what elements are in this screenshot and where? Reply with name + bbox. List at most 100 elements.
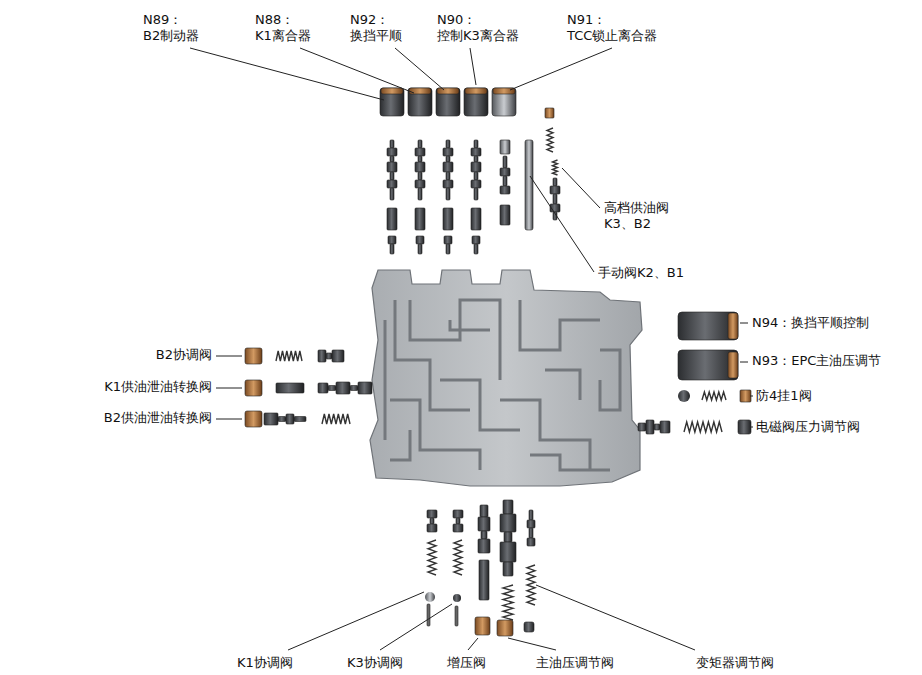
part-label: B2协调阀 — [156, 347, 212, 363]
valve-spool — [278, 417, 286, 422]
valve-plug — [387, 208, 397, 230]
spring-symbol — [547, 128, 553, 152]
valve-plug — [475, 617, 490, 635]
valve-plug — [471, 208, 481, 230]
solenoid-valve — [678, 350, 738, 380]
valve-ball — [678, 390, 690, 402]
valve-spool — [358, 382, 372, 394]
oil-channel — [545, 370, 580, 400]
part-label: K1协调阀 — [237, 655, 293, 671]
valve-spool — [443, 162, 453, 172]
valve-pin — [427, 604, 430, 626]
valve-spool — [443, 148, 453, 156]
part-label: N94：换挡平顺控制 — [752, 315, 869, 331]
leader-line — [468, 638, 478, 650]
valve-spool — [453, 510, 463, 518]
valve-spool — [294, 417, 306, 422]
valve-spool — [471, 148, 481, 156]
valve-pin — [455, 606, 458, 626]
valve-spool — [527, 520, 535, 528]
valve-spool — [446, 172, 450, 180]
leader-line — [470, 48, 476, 85]
valve-spool — [328, 386, 336, 391]
leader-line — [740, 362, 748, 363]
valve-spool — [638, 423, 646, 431]
leader-line — [508, 638, 556, 650]
valve-spool — [390, 244, 394, 254]
solenoid-cap — [728, 352, 738, 378]
valve-spool — [553, 178, 557, 186]
valve-plug — [738, 420, 751, 434]
leader-line — [530, 176, 594, 272]
valve-spool — [471, 162, 481, 172]
valve-spool — [527, 538, 535, 546]
valve-spool — [415, 148, 425, 156]
valve-spool — [471, 180, 481, 188]
valve-spool — [418, 244, 422, 254]
oil-channel — [410, 300, 500, 380]
valve-plug — [245, 380, 262, 396]
valve-spool — [430, 518, 434, 524]
valve-spool — [474, 140, 478, 148]
valve-spool — [481, 531, 487, 539]
manual-valve — [525, 140, 533, 230]
leader-line — [510, 48, 612, 90]
valve-spool — [500, 168, 510, 176]
valve-spool — [553, 194, 557, 204]
valve-spool — [456, 518, 460, 524]
solenoid-cap — [465, 88, 487, 94]
part-label: N91： TCC锁止离合器 — [567, 12, 657, 45]
valve-spool — [529, 510, 533, 520]
valve-spool — [350, 386, 358, 391]
spring-symbol — [684, 422, 722, 432]
spring-symbol — [428, 540, 436, 575]
leader-line — [216, 356, 242, 357]
oil-channel — [530, 455, 610, 470]
spring-symbol — [276, 351, 302, 361]
part-label: 防4挂1阀 — [756, 388, 812, 404]
valve-spool — [418, 188, 422, 200]
leader-line — [750, 427, 753, 428]
valve-spool — [660, 421, 670, 433]
valve-spool — [444, 236, 452, 244]
valve-spool — [480, 505, 488, 517]
solenoid-valve — [380, 88, 404, 116]
valve-spool — [446, 140, 450, 148]
valve-spool — [326, 353, 332, 359]
leader-line — [216, 388, 242, 389]
oil-channel — [384, 320, 387, 440]
leader-line — [740, 323, 748, 324]
oil-channel — [600, 350, 620, 410]
leader-line — [395, 48, 444, 90]
valve-spool — [418, 156, 422, 162]
valve-spool — [654, 424, 660, 430]
valve-spool — [503, 500, 513, 514]
valve-spool — [390, 188, 394, 200]
valve-plug — [245, 411, 262, 427]
valve-spool — [446, 156, 450, 162]
spring-symbol — [503, 585, 513, 620]
valve-spool — [336, 382, 350, 394]
oil-channel — [500, 400, 590, 470]
valve-spool — [286, 414, 294, 424]
valve-spool — [418, 172, 422, 180]
valve-spool — [550, 186, 560, 194]
valve-plug — [740, 390, 751, 402]
solenoid-cap — [437, 88, 459, 94]
valve-plug — [524, 622, 534, 632]
oil-channel — [390, 400, 480, 470]
valve-spool — [390, 140, 394, 148]
solenoid-valve — [464, 88, 488, 116]
valve-spool — [503, 156, 507, 168]
valve-spool — [332, 350, 344, 362]
parts-group — [190, 48, 753, 650]
valve-spool — [387, 148, 397, 156]
leader-line — [536, 585, 695, 650]
solenoid-cap — [409, 88, 431, 94]
valve-spool — [500, 542, 516, 562]
valve-plug — [245, 348, 262, 364]
part-label: 变矩器调节阀 — [696, 655, 774, 671]
spring-symbol — [454, 540, 462, 575]
spring-symbol — [553, 160, 558, 175]
